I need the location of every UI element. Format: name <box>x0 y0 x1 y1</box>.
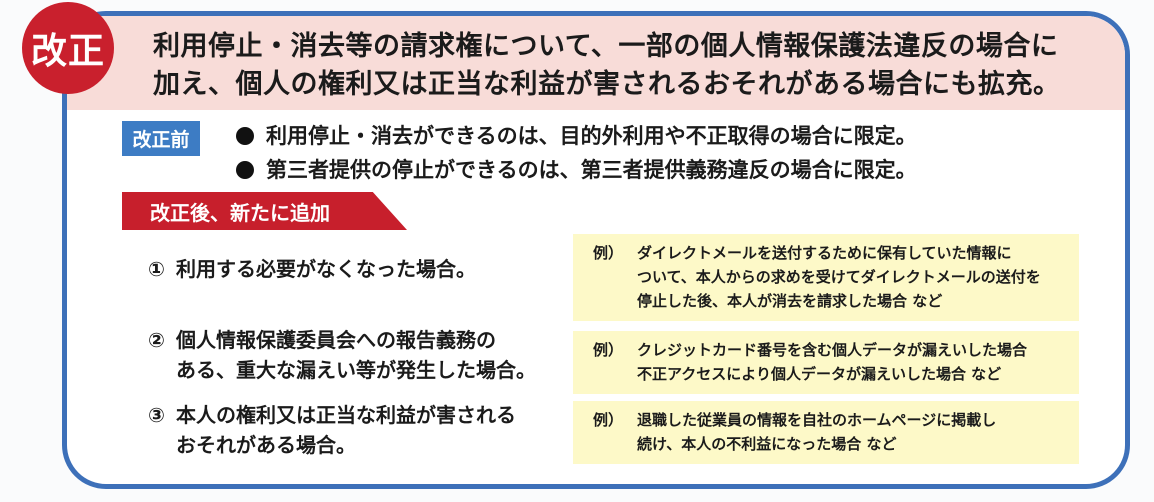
header-line-2: 加え、個人の権利又は正当な利益が害されるおそれがある場合にも拡充。 <box>153 69 1061 100</box>
case-text: 個人情報保護委員会への報告義務の <box>176 328 496 352</box>
case-text: ある、重大な漏えい等が発生した場合。 <box>176 358 536 382</box>
example-box-1: 例） ダイレクトメールを送付するために保有していた情報に ついて、本人からの求め… <box>573 234 1079 321</box>
example-box-2: 例） クレジットカード番号を含む個人データが漏えいした場合 不正アクセスにより個… <box>573 331 1079 394</box>
case-text: 本人の権利又は正当な利益が害される <box>176 403 516 427</box>
before-item-text: 第三者提供の停止ができるのは、第三者提供義務違反の場合に限定。 <box>266 158 917 182</box>
example-body: 退職した従業員の情報を自社のホームページに掲載し 続け、本人の不利益になった場合… <box>637 408 996 456</box>
case-number: ② <box>148 328 165 352</box>
case-item-3: ③ 本人の権利又は正当な利益が害される おそれがある場合。 <box>148 400 516 460</box>
example-body: クレジットカード番号を含む個人データが漏えいした場合 不正アクセスにより個人デー… <box>637 338 1027 386</box>
bullet-dot-icon <box>236 127 254 145</box>
before-item: 利用停止・消去ができるのは、目的外利用や不正取得の場合に限定。 <box>236 119 917 153</box>
after-revision-banner-label: 改正後、新たに追加 <box>150 200 330 225</box>
header-banner: 利用停止・消去等の請求権について、一部の個人情報保護法違反の場合に 加え、個人の… <box>67 16 1125 110</box>
before-revision-list: 利用停止・消去ができるのは、目的外利用や不正取得の場合に限定。 第三者提供の停止… <box>236 119 917 187</box>
case-number: ① <box>148 257 165 281</box>
example-line: ダイレクトメールを送付するために保有していた情報に <box>637 244 1012 262</box>
revision-badge-label: 改正 <box>30 31 105 72</box>
example-line: ついて、本人からの求めを受けてダイレクトメールの送付を <box>637 268 1041 286</box>
revision-badge: 改正 <box>22 2 114 94</box>
example-line: クレジットカード番号を含む個人データが漏えいした場合 <box>637 341 1028 359</box>
before-item: 第三者提供の停止ができるのは、第三者提供義務違反の場合に限定。 <box>236 153 917 187</box>
example-body: ダイレクトメールを送付するために保有していた情報に ついて、本人からの求めを受け… <box>637 241 1041 313</box>
case-item-1: ① 利用する必要がなくなった場合。 <box>148 254 476 284</box>
before-revision-tag: 改正前 <box>122 121 200 156</box>
before-revision-tag-label: 改正前 <box>132 129 190 151</box>
case-text: おそれがある場合。 <box>176 433 356 457</box>
example-line: 停止した後、本人が消去を請求した場合 など <box>637 292 943 310</box>
example-label: 例） <box>593 341 624 359</box>
example-label: 例） <box>593 244 624 262</box>
example-box-3: 例） 退職した従業員の情報を自社のホームページに掲載し 続け、本人の不利益になっ… <box>573 401 1079 464</box>
example-line: 続け、本人の不利益になった場合 など <box>637 435 897 453</box>
header-text: 利用停止・消去等の請求権について、一部の個人情報保護法違反の場合に 加え、個人の… <box>153 28 1061 104</box>
case-item-2: ② 個人情報保護委員会への報告義務の ある、重大な漏えい等が発生した場合。 <box>148 325 536 385</box>
example-line: 不正アクセスにより個人データが漏えいした場合 など <box>637 365 1002 383</box>
example-label: 例） <box>593 411 624 429</box>
example-line: 退職した従業員の情報を自社のホームページに掲載し <box>637 411 997 429</box>
bullet-dot-icon <box>236 161 254 179</box>
case-number: ③ <box>148 403 165 427</box>
case-text: 利用する必要がなくなった場合。 <box>176 257 476 281</box>
after-revision-banner: 改正後、新たに追加 <box>122 192 407 230</box>
header-line-1: 利用停止・消去等の請求権について、一部の個人情報保護法違反の場合に <box>153 31 1059 62</box>
before-item-text: 利用停止・消去ができるのは、目的外利用や不正取得の場合に限定。 <box>266 124 917 148</box>
